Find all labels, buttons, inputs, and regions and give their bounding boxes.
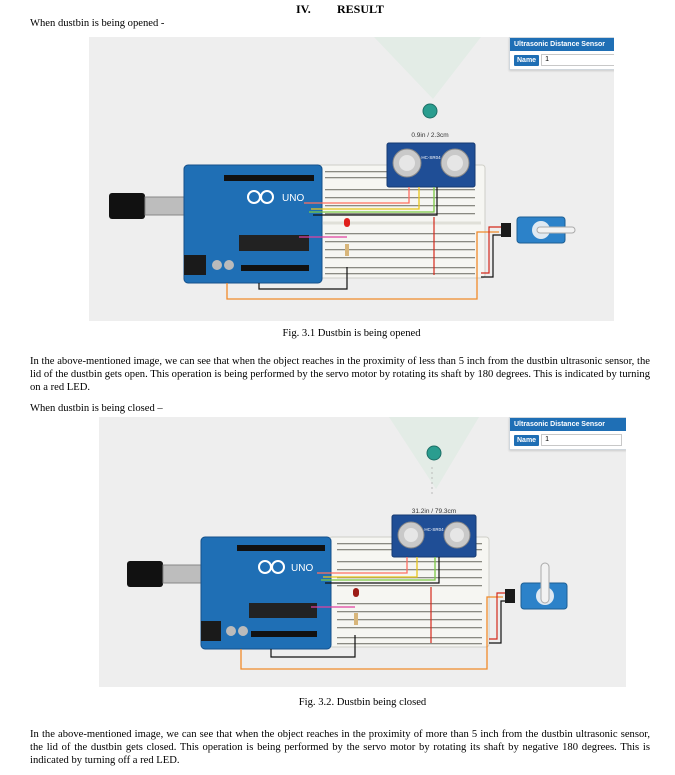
board-label: UNO [282, 193, 304, 204]
sensor-label: HC-SR04 [424, 527, 444, 532]
arduino-board [183, 164, 323, 284]
sensor-panel-name-row: Name 1 [510, 51, 614, 69]
servo-connector [505, 589, 515, 603]
distance-readout: 0.9in / 2.3cm [411, 132, 448, 139]
circuit-diagram-open: 0.9in / 2.3cm HC-SR04 [109, 37, 576, 300]
close-intro: When dustbin is being closed – [30, 403, 163, 414]
name-label: Name [514, 434, 540, 446]
section-title: RESULT [337, 2, 384, 16]
paragraph-open: In the above-mentioned image, we can see… [30, 356, 650, 393]
resistor [345, 244, 349, 256]
red-led [353, 588, 359, 597]
distance-readout: 31.2in / 79.3cm [412, 508, 456, 515]
sensor-label: HC-SR04 [421, 155, 441, 160]
paragraph-closed: In the above-mentioned image, we can see… [30, 729, 650, 766]
sensor-panel: Ultrasonic Distance Sensor Name 1 [509, 417, 626, 450]
target-object [422, 103, 438, 119]
usb-cable [109, 193, 145, 219]
sensor-panel-name-row: Name 1 [510, 431, 626, 449]
open-intro: When dustbin is being opened - [30, 18, 165, 29]
servo-connector [501, 223, 511, 237]
circuit-diagram-closed: 31.2in / 79.3cm HC-SR04 [127, 417, 568, 670]
sensor-panel-title: Ultrasonic Distance Sensor [510, 418, 626, 431]
figure-closed: 31.2in / 79.3cm HC-SR04 [99, 417, 626, 687]
microcontroller-chip [249, 603, 317, 618]
red-led [344, 218, 350, 227]
figure-open: 0.9in / 2.3cm HC-SR04 [89, 37, 614, 321]
target-object [426, 445, 442, 461]
sensor-panel-title: Ultrasonic Distance Sensor [510, 38, 614, 51]
microcontroller-chip [239, 235, 309, 251]
sensor-beam-cone [374, 37, 481, 99]
sensor-panel: Ultrasonic Distance Sensor Name 1 [509, 37, 614, 70]
board-label: UNO [291, 563, 313, 574]
name-label: Name [514, 54, 540, 66]
section-number: IV. [296, 2, 311, 16]
usb-cable [127, 561, 163, 587]
servo-horn [536, 226, 576, 234]
resistor [354, 613, 358, 625]
figure-closed-caption: Fig. 3.2. Dustbin being closed [298, 697, 427, 708]
figure-open-caption: Fig. 3.1 Dustbin is being opened [282, 328, 421, 339]
servo-horn [540, 562, 550, 604]
name-field[interactable]: 1 [541, 54, 614, 66]
arduino-board [200, 536, 332, 650]
name-field[interactable]: 1 [541, 434, 622, 446]
